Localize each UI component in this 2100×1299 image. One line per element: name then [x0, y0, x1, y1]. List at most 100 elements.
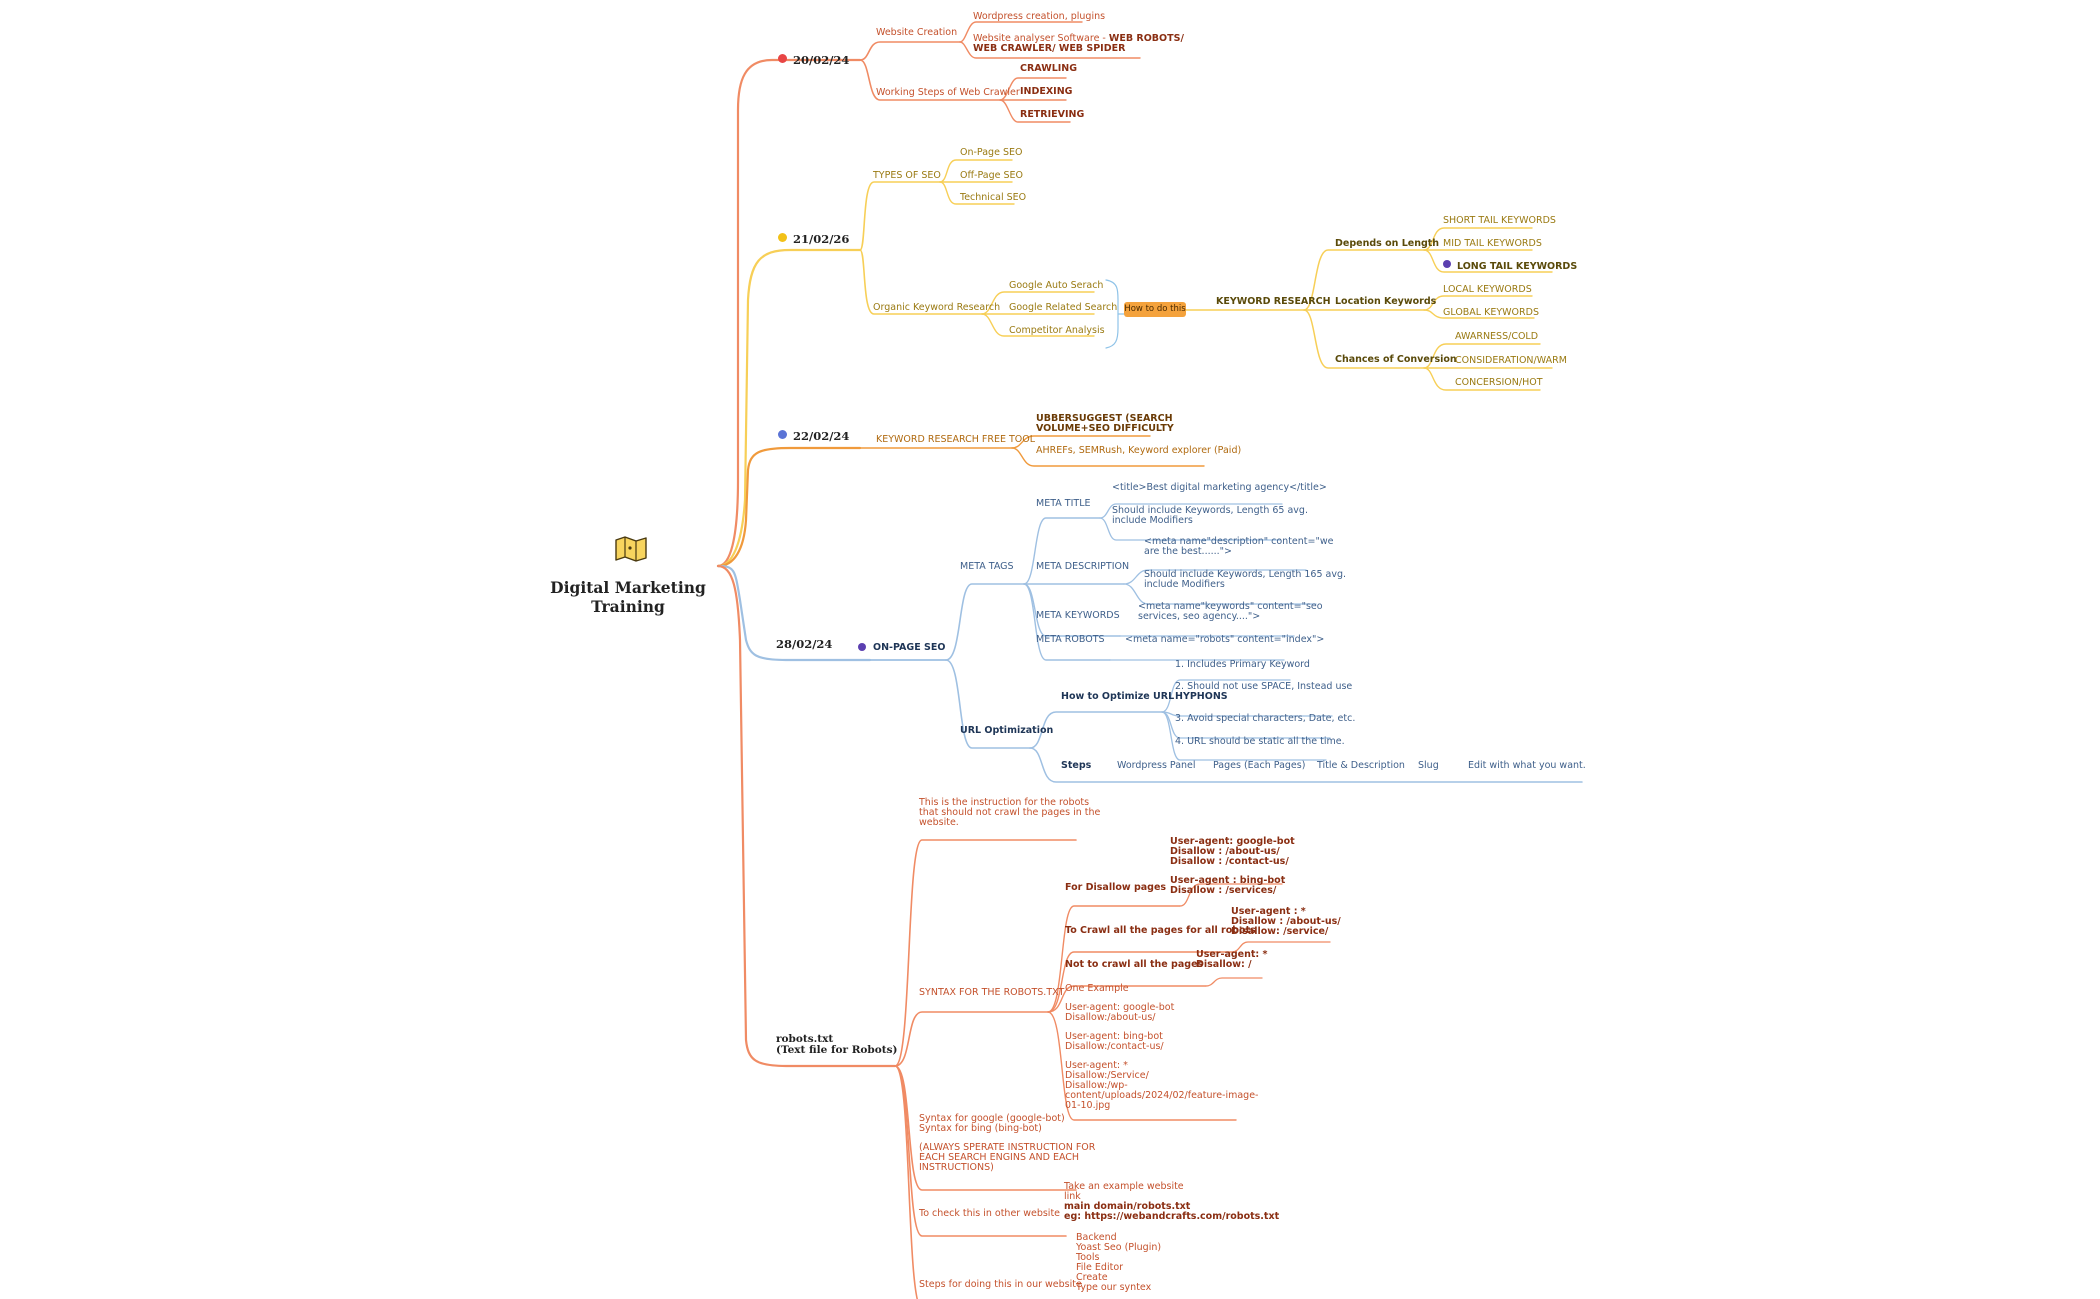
check-line-4: eg: https://webandcrafts.com/robots.txt [1064, 1211, 1280, 1222]
check-line-2: link [1064, 1191, 1081, 1202]
check-other-website: To check this in other website [919, 1208, 1061, 1219]
indigo-dot-icon [858, 643, 866, 651]
url-rule-4: 4. URL should be static all the time. [1175, 736, 1345, 747]
root-title-line1: Digital Marketing [550, 578, 706, 597]
keyword-research-free-tool: KEYWORD RESEARCH FREE TOOL [876, 434, 1036, 445]
separate-instruction-1: (ALWAYS SPERATE INSTRUCTION FOR [919, 1142, 1096, 1153]
our-step-6: Type our syntex [1076, 1282, 1152, 1293]
meta-title: META TITLE [1036, 498, 1091, 509]
separate-instruction-2: EACH SEARCH ENGINS AND EACH [919, 1152, 1080, 1163]
meta-description-note-2: include Modifiers [1144, 579, 1225, 590]
example-line-9: 01-10.jpg [1065, 1100, 1111, 1111]
robots-instruction-3: website. [919, 817, 959, 828]
date-28-02-24: 28/02/24 [776, 637, 833, 651]
not-crawl-line-1: User-agent: * [1196, 949, 1268, 960]
example-line-3: User-agent: bing-bot [1065, 1031, 1163, 1042]
on-page-seo: On-Page SEO [960, 147, 1023, 158]
ubbersuggest-line1: UBBERSUGGEST (SEARCH [1036, 413, 1173, 424]
our-step-4: File Editor [1076, 1262, 1124, 1273]
depends-on-length: Depends on Length [1335, 238, 1440, 249]
example-line-1: User-agent: google-bot [1065, 1002, 1175, 1013]
on-page-seo-topic: ON-PAGE SEO [873, 642, 946, 653]
root-topic: Digital Marketing Training [548, 578, 708, 616]
meta-description: META DESCRIPTION [1036, 561, 1130, 572]
our-step-1: Backend [1076, 1232, 1117, 1243]
awareness-cold: AWARNESS/COLD [1455, 331, 1539, 342]
meta-keywords-code-1: <meta name"keywords" content="seo [1138, 601, 1323, 612]
crawl-all-pages: To Crawl all the pages for all robots [1065, 925, 1256, 936]
step-indexing: INDEXING [1020, 86, 1073, 97]
url-rule-1: 1. Includes Primary Keyword [1175, 659, 1310, 670]
example-line-6: Disallow:/Service/ [1065, 1070, 1149, 1081]
example-line-5: User-agent: * [1065, 1060, 1128, 1071]
disallow-line-1: User-agent: google-bot [1170, 836, 1295, 847]
url-rule-3: 3. Avoid special characters, Date, etc. [1175, 713, 1356, 724]
how-to-optimize-url: How to Optimize URL [1061, 691, 1175, 702]
our-step-3: Tools [1076, 1252, 1100, 1263]
our-step-2: Yoast Seo (Plugin) [1076, 1242, 1162, 1253]
example-line-4: Disallow:/contact-us/ [1065, 1041, 1164, 1052]
url-rule-2a: 2. Should not use SPACE, Instead use [1175, 681, 1353, 692]
concersion-hot: CONCERSION/HOT [1455, 377, 1543, 388]
yellow-dot-icon [778, 233, 787, 242]
step-crawling: CRAWLING [1020, 63, 1078, 74]
keyword-research: KEYWORD RESEARCH [1216, 296, 1331, 307]
competitor-analysis: Competitor Analysis [1009, 325, 1105, 336]
syntax-google: Syntax for google (google-bot) [919, 1113, 1065, 1124]
technical-seo: Technical SEO [960, 192, 1027, 203]
disallow-line-2: Disallow : /about-us/ [1170, 846, 1280, 857]
disallow-line-4: User-agent : bing-bot [1170, 875, 1286, 886]
step-title-description: Title & Description [1317, 760, 1405, 771]
step-slug: Slug [1418, 760, 1439, 771]
types-of-seo: TYPES OF SEO [873, 170, 941, 181]
syntax-bing: Syntax for bing (bing-bot) [919, 1123, 1042, 1134]
google-auto-search: Google Auto Serach [1009, 280, 1104, 291]
meta-keywords: META KEYWORDS [1036, 610, 1120, 621]
paid-tools: AHREFs, SEMRush, Keyword explorer (Paid) [1036, 445, 1242, 456]
url-optimization: URL Optimization [960, 725, 1054, 736]
date-21-02-26: 21/02/26 [793, 232, 850, 246]
off-page-seo: Off-Page SEO [960, 170, 1023, 181]
steps: Steps [1061, 760, 1092, 771]
step-retrieving: RETRIEVING [1020, 109, 1085, 120]
robots-txt-title-2: (Text file for Robots) [776, 1044, 898, 1056]
example-line-8: content/uploads/2024/02/feature-image- [1065, 1090, 1259, 1101]
how-to-do-this: How to do this [1124, 302, 1186, 317]
robots-instruction-2: that should not crawl the pages in the [919, 807, 1101, 818]
web-crawler: WEB CRAWLER/ WEB SPIDER [973, 43, 1126, 54]
map-icon [614, 536, 648, 562]
crawl-all-line-1: User-agent : * [1231, 906, 1306, 917]
step-wordpress-panel: Wordpress Panel [1117, 760, 1196, 771]
meta-title-note-2: include Modifiers [1112, 515, 1193, 526]
meta-robots: META ROBOTS [1036, 634, 1105, 645]
url-rule-2b: HYPHONS [1175, 691, 1228, 702]
not-crawl-pages: Not to crawl all the pages [1065, 959, 1204, 970]
date-22-02-24: 22/02/24 [793, 429, 850, 443]
short-tail-keywords: SHORT TAIL KEYWORDS [1443, 215, 1556, 226]
meta-robots-code: <meta name="robots" content="index"> [1125, 634, 1325, 645]
website-creation: Website Creation [876, 27, 958, 38]
date-20-02-24: 20/02/24 [793, 53, 850, 67]
local-keywords: LOCAL KEYWORDS [1443, 284, 1532, 295]
meta-description-code-2: are the best......"> [1144, 546, 1232, 557]
meta-description-code-1: <meta name"description" content="we [1144, 536, 1334, 547]
separate-instruction-3: INSTRUCTIONS) [919, 1162, 994, 1173]
meta-title-code: <title>Best digital marketing agency</ti… [1112, 482, 1327, 493]
red-dot-icon [778, 54, 787, 63]
check-line-3: main domain/robots.txt [1064, 1201, 1191, 1212]
meta-keywords-code-2: services, seo agency...."> [1138, 611, 1261, 622]
working-steps: Working Steps of Web Crawler [876, 87, 1020, 98]
disallow-line-3: Disallow : /contact-us/ [1170, 856, 1289, 867]
our-step-5: Create [1076, 1272, 1108, 1283]
steps-our-website: Steps for doing this in our website [919, 1279, 1082, 1290]
location-keywords: Location Keywords [1335, 296, 1437, 307]
root-title-line2: Training [591, 597, 665, 616]
global-keywords: GLOBAL KEYWORDS [1443, 307, 1539, 318]
robots-txt-title-1: robots.txt [776, 1033, 834, 1045]
disallow-line-5: Disallow : /services/ [1170, 885, 1277, 896]
check-line-1: Take an example website [1064, 1181, 1184, 1192]
step-pages: Pages (Each Pages) [1213, 760, 1306, 771]
wordpress-creation: Wordpress creation, plugins [973, 11, 1106, 22]
long-tail-keywords: LONG TAIL KEYWORDS [1457, 261, 1578, 272]
